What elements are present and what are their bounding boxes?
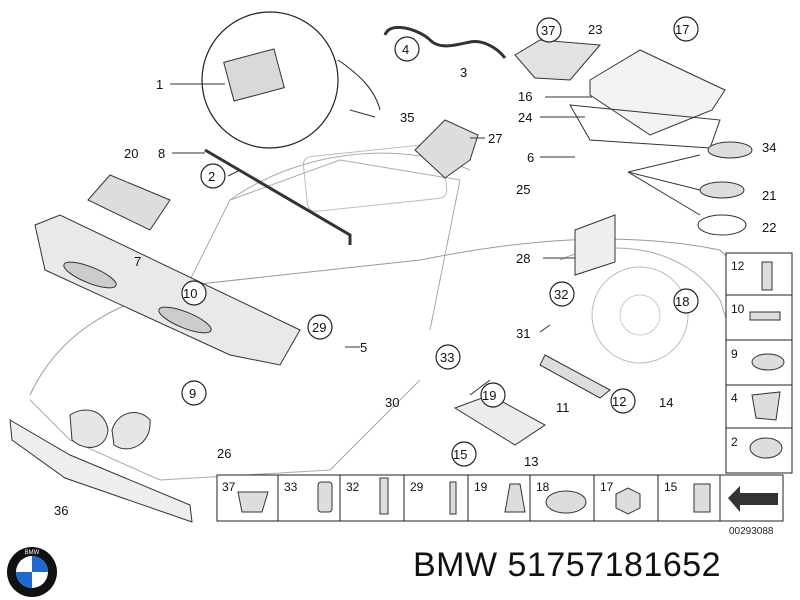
callout-4: 4 <box>402 42 409 57</box>
vent-grille-part <box>223 48 285 102</box>
spring-clip-icon <box>751 391 781 421</box>
self-tap-screw-icon <box>379 477 389 515</box>
side-legend: 12 10 9 4 2 <box>725 252 793 474</box>
ring-21-part <box>699 181 745 199</box>
callout-30: 30 <box>385 395 399 410</box>
wheel-outline <box>591 266 689 364</box>
screw-icon <box>317 481 333 513</box>
callout-26: 26 <box>217 446 231 461</box>
bottom-legend-item-0: 37 <box>222 480 236 494</box>
callout-9: 9 <box>189 386 196 401</box>
callout-12: 12 <box>612 394 626 409</box>
kidney-grille-left <box>69 409 109 448</box>
cap-plug-icon <box>545 490 587 514</box>
bottom-legend-item-1: 33 <box>284 480 298 494</box>
detail-inset <box>201 11 339 149</box>
mat-13-part <box>453 394 546 446</box>
hex-nut-icon <box>615 487 641 515</box>
side-legend-item-0: 12 <box>731 259 745 273</box>
bmw-logo: BMW <box>7 547 57 597</box>
hose-part <box>383 25 507 59</box>
side-legend-item-4: 2 <box>731 435 738 449</box>
callout-28: 28 <box>516 251 530 266</box>
callout-13: 13 <box>524 454 538 469</box>
logo-letters: BMW <box>25 550 40 556</box>
callout-17: 17 <box>675 22 689 37</box>
tray-17-part <box>589 49 726 136</box>
cowl-vent-right <box>158 306 212 334</box>
bottom-legend-item-3: 29 <box>410 480 424 494</box>
nut-clip-icon <box>237 491 269 513</box>
callout-22: 22 <box>762 220 776 235</box>
callout-7: 7 <box>134 254 141 269</box>
callout-2: 2 <box>208 169 215 184</box>
bottom-legend-item-2: 32 <box>346 480 360 494</box>
plug-icon <box>749 437 783 459</box>
callout-32: 32 <box>554 287 568 302</box>
bolt-icon <box>761 261 773 291</box>
callout-27: 27 <box>488 131 502 146</box>
rubber-buffer-icon <box>504 483 526 513</box>
bracket-27-part <box>414 119 479 179</box>
callout-36: 36 <box>54 503 68 518</box>
callout-20: 20 <box>124 146 138 161</box>
car-outline <box>29 238 771 396</box>
callout-34: 34 <box>762 140 776 155</box>
bottom-legend-item-4: 19 <box>474 480 488 494</box>
callout-33: 33 <box>440 350 454 365</box>
callout-31: 31 <box>516 326 530 341</box>
callout-11: 11 <box>556 400 570 415</box>
part-number: 51757181652 <box>507 546 722 584</box>
callout-25: 25 <box>516 182 530 197</box>
bottom-legend: 37 33 32 29 19 18 17 15 00293088 <box>216 474 784 537</box>
hood-outline <box>29 379 421 481</box>
wheel-hub-outline <box>619 294 661 336</box>
callout-1: 1 <box>156 77 163 92</box>
bottom-legend-item-7: 15 <box>664 480 678 494</box>
collar-screw-icon <box>693 483 711 513</box>
side-legend-item-3: 4 <box>731 391 738 405</box>
bumper-strip-part <box>9 419 193 523</box>
grommet-icon <box>751 353 785 371</box>
kidney-grille-right <box>111 412 151 450</box>
diagram-code: 00293088 <box>729 526 774 537</box>
callout-3: 3 <box>460 65 467 80</box>
callout-18: 18 <box>675 294 689 309</box>
callout-37: 37 <box>541 23 555 38</box>
callout-8: 8 <box>158 146 165 161</box>
brand-name: BMW <box>413 546 498 584</box>
callout-19: 19 <box>482 388 496 403</box>
windshield-seal-part <box>204 148 352 245</box>
callout-10: 10 <box>183 286 197 301</box>
clip-pin-icon <box>749 311 781 321</box>
callout-14: 14 <box>659 395 673 410</box>
ring-22-part <box>697 214 747 236</box>
bottom-legend-item-6: 17 <box>600 480 614 494</box>
callout-5: 5 <box>360 340 367 355</box>
side-legend-item-2: 9 <box>731 347 738 361</box>
arrow-icon <box>728 486 778 512</box>
callout-35: 35 <box>400 110 414 125</box>
cowl-panel-part <box>34 214 301 366</box>
inset-pointer <box>337 59 381 111</box>
callout-15: 15 <box>453 447 467 462</box>
callout-24: 24 <box>518 110 532 125</box>
callout-6: 6 <box>527 150 534 165</box>
callout-29: 29 <box>312 320 326 335</box>
stud-icon <box>449 481 457 515</box>
windshield-outline <box>189 159 461 331</box>
part-number-heading: BMW 51757181652 <box>413 546 721 585</box>
side-legend-item-1: 10 <box>731 302 745 316</box>
cover-28-part <box>574 214 616 276</box>
callout-21: 21 <box>762 188 776 203</box>
cowl-vent-left <box>63 261 117 289</box>
ring-34-part <box>707 141 753 159</box>
callout-16: 16 <box>518 89 532 104</box>
bracket-23-part <box>514 39 602 81</box>
filter-housing-part <box>87 174 171 231</box>
bottom-legend-item-5: 18 <box>536 480 550 494</box>
strip-11-part <box>539 354 611 399</box>
callout-23: 23 <box>588 22 602 37</box>
